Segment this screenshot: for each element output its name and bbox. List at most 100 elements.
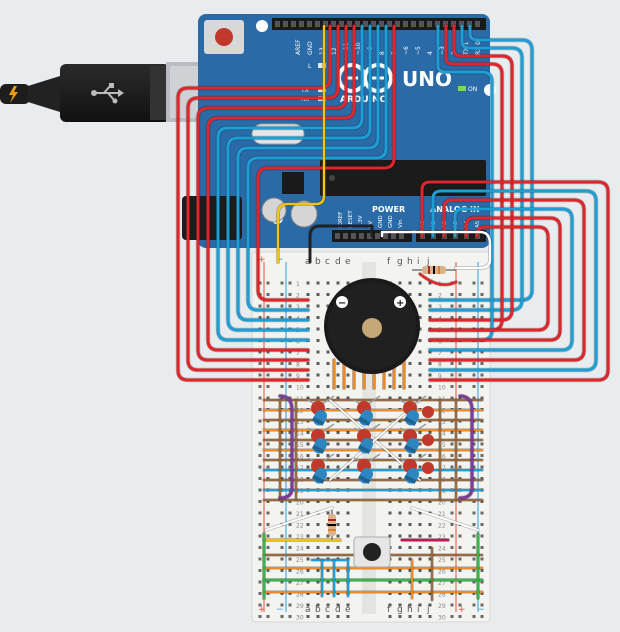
breadboard-hole[interactable]	[346, 454, 350, 457]
breadboard-hole[interactable]	[326, 373, 330, 377]
rail-hole[interactable]	[450, 431, 454, 434]
breadboard-hole[interactable]	[398, 500, 402, 503]
breadboard-hole[interactable]	[316, 546, 320, 549]
rail-hole[interactable]	[450, 396, 454, 400]
breadboard-hole[interactable]	[306, 442, 310, 446]
breadboard-hole[interactable]	[316, 592, 320, 595]
rail-hole[interactable]	[288, 442, 292, 446]
breadboard-hole[interactable]	[316, 373, 320, 377]
rail-hole[interactable]	[450, 385, 454, 388]
breadboard-hole[interactable]	[326, 615, 330, 618]
rail-hole[interactable]	[480, 431, 484, 434]
breadboard-hole[interactable]	[336, 523, 340, 526]
breadboard-hole[interactable]	[316, 396, 320, 400]
rail-hole[interactable]	[480, 546, 484, 549]
header-pin[interactable]	[387, 21, 392, 27]
breadboard-hole[interactable]	[306, 385, 310, 388]
rail-hole[interactable]	[472, 603, 476, 607]
breadboard-hole[interactable]	[336, 569, 340, 572]
power-pin[interactable]	[351, 233, 356, 239]
breadboard-hole[interactable]	[336, 442, 340, 446]
breadboard-hole[interactable]	[408, 511, 412, 515]
wire-analog-to-breadboard[interactable]	[420, 180, 610, 382]
rail-hole[interactable]	[288, 592, 292, 595]
header-pin[interactable]	[315, 21, 320, 27]
rail-hole[interactable]	[288, 534, 292, 538]
breadboard-hole[interactable]	[418, 396, 422, 400]
rail-hole[interactable]	[480, 465, 484, 469]
rail-hole[interactable]	[450, 592, 454, 595]
breadboard-hole[interactable]	[418, 592, 422, 595]
breadboard-hole[interactable]	[418, 580, 422, 584]
rail-hole[interactable]	[288, 603, 292, 607]
breadboard-hole[interactable]	[316, 339, 320, 342]
power-pin[interactable]	[399, 233, 404, 239]
rail-hole[interactable]	[266, 431, 270, 434]
breadboard-hole[interactable]	[326, 442, 330, 446]
rail-hole[interactable]	[472, 523, 476, 526]
breadboard-hole[interactable]	[428, 385, 432, 388]
breadboard-hole[interactable]	[306, 511, 310, 515]
rail-hole[interactable]	[472, 592, 476, 595]
wire-digital-to-breadboard[interactable]	[206, 24, 356, 352]
breadboard-hole[interactable]	[388, 523, 392, 526]
breadboard-hole[interactable]	[428, 431, 432, 434]
rail-hole[interactable]	[450, 373, 454, 377]
rail-hole[interactable]	[258, 442, 262, 446]
wire-digital-to-breadboard[interactable]	[428, 24, 504, 332]
rail-hole[interactable]	[288, 454, 292, 457]
rail-hole[interactable]	[288, 511, 292, 515]
breadboard-hole[interactable]	[418, 281, 422, 285]
power-pin[interactable]	[359, 233, 364, 239]
rail-hole[interactable]	[288, 281, 292, 285]
breadboard-hole[interactable]	[346, 603, 350, 607]
breadboard-hole[interactable]	[408, 603, 412, 607]
breadboard-hole[interactable]	[336, 534, 340, 538]
wire-digital-to-breadboard[interactable]	[186, 24, 340, 372]
rail-hole[interactable]	[280, 362, 284, 365]
breadboard-hole[interactable]	[316, 385, 320, 388]
breadboard-hole[interactable]	[418, 615, 422, 618]
breadboard-hole[interactable]	[336, 592, 340, 595]
header-pin[interactable]	[275, 21, 280, 27]
header-pin[interactable]	[323, 21, 328, 27]
breadboard-hole[interactable]	[306, 592, 310, 595]
rail-hole[interactable]	[288, 350, 292, 354]
rail-hole[interactable]	[480, 304, 484, 308]
rail-hole[interactable]	[458, 454, 462, 457]
rail-hole[interactable]	[258, 615, 262, 618]
rail-hole[interactable]	[480, 281, 484, 285]
breadboard-hole[interactable]	[316, 327, 320, 331]
rail-hole[interactable]	[450, 477, 454, 480]
rail-hole[interactable]	[258, 281, 262, 285]
breadboard-hole[interactable]	[306, 615, 310, 618]
rail-hole[interactable]	[280, 373, 284, 377]
rail-hole[interactable]	[480, 603, 484, 607]
breadboard-hole[interactable]	[306, 569, 310, 572]
header-pin[interactable]	[435, 21, 440, 27]
header-pin[interactable]	[411, 21, 416, 27]
rail-hole[interactable]	[472, 534, 476, 538]
rail-hole[interactable]	[450, 350, 454, 354]
rail-hole[interactable]	[266, 603, 270, 607]
breadboard-hole[interactable]	[336, 477, 340, 480]
wire-blue-short[interactable]	[311, 559, 349, 597]
rail-hole[interactable]	[258, 373, 262, 377]
breadboard-hole[interactable]	[418, 511, 422, 515]
rail-hole[interactable]	[258, 569, 262, 572]
header-pin[interactable]	[291, 21, 296, 27]
led[interactable]	[399, 423, 427, 456]
rail-hole[interactable]	[458, 511, 462, 515]
breadboard-hole[interactable]	[388, 534, 392, 538]
breadboard-hole[interactable]	[316, 569, 320, 572]
power-pin[interactable]	[367, 233, 372, 239]
breadboard-hole[interactable]	[398, 592, 402, 595]
rail-hole[interactable]	[288, 362, 292, 365]
rail-hole[interactable]	[472, 442, 476, 446]
breadboard-hole[interactable]	[398, 465, 402, 469]
led[interactable]	[353, 423, 381, 456]
rail-hole[interactable]	[258, 362, 262, 365]
breadboard-hole[interactable]	[428, 316, 432, 319]
led-grid[interactable]	[307, 395, 434, 486]
breadboard-hole[interactable]	[316, 281, 320, 285]
